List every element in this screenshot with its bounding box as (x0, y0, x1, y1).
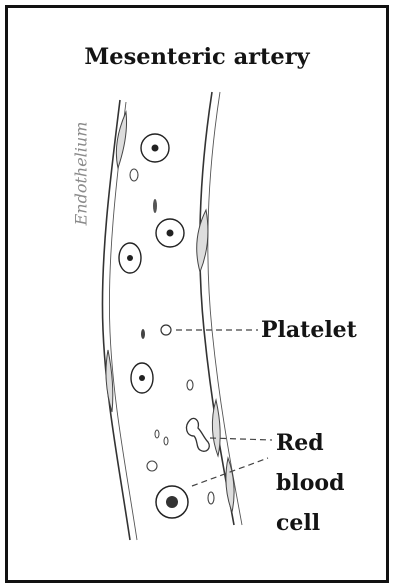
red-blood-cell (156, 219, 184, 247)
platelet (161, 325, 171, 335)
small-cell (130, 169, 138, 181)
small-cell (208, 492, 214, 504)
red-blood-cell-label-line: cell (276, 503, 344, 543)
diagram-title: Mesenteric artery (0, 44, 394, 70)
platelet-label: Platelet (261, 317, 357, 343)
red-blood-cell (119, 243, 141, 273)
red-blood-cell (156, 486, 188, 518)
endothelial-cell (212, 400, 220, 456)
left-vessel-wall (102, 100, 130, 540)
endothelial-cell (197, 210, 208, 272)
endothelial-cell (226, 458, 234, 512)
red-blood-cell (141, 134, 169, 162)
left-vessel-wall-inner (109, 102, 137, 540)
small-cell (155, 430, 159, 438)
right-vessel-wall-outer (208, 92, 242, 525)
red-blood-cell-label: Red blood cell (276, 423, 344, 543)
small-cell (153, 199, 157, 213)
red-blood-cell-label-line: Red (276, 423, 344, 463)
dumbbell-red-blood-cell (187, 418, 210, 451)
small-cell (141, 329, 145, 339)
small-cell (147, 461, 157, 471)
small-cell (187, 380, 193, 390)
small-cell (164, 437, 168, 445)
red-blood-cell-label-line: blood (276, 463, 344, 503)
endothelium-label: Endothelium (72, 104, 91, 244)
red-blood-cell (131, 363, 153, 393)
